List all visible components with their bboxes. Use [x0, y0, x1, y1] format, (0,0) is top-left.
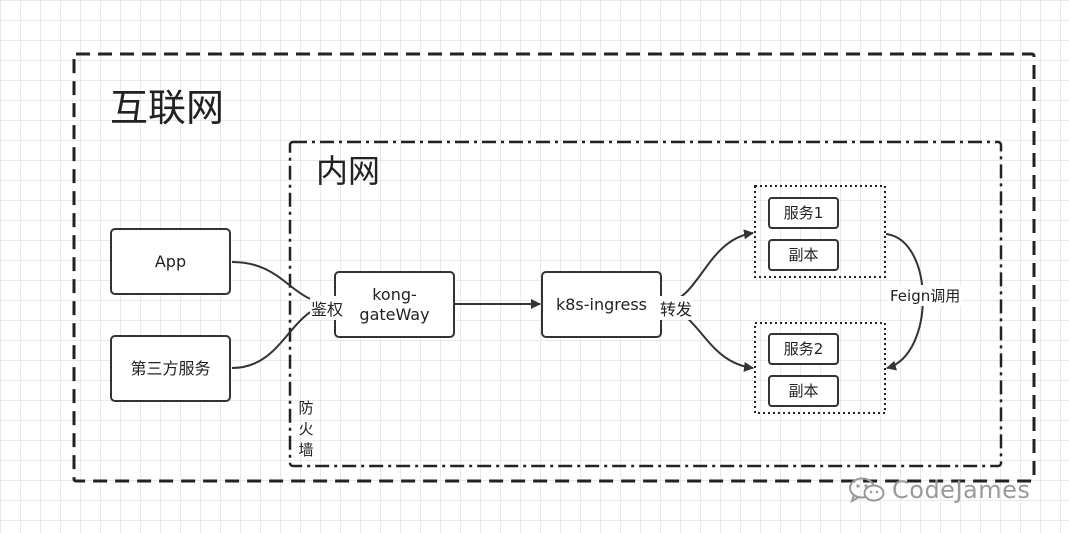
watermark: CodeJames — [848, 476, 1030, 504]
kong-gateway-node[interactable]: kong- gateWay — [334, 271, 455, 338]
service2-replica-node[interactable]: 副本 — [768, 375, 839, 407]
firewall-char: 火 — [298, 420, 314, 438]
auth-edge-label: 鉴权 — [310, 296, 345, 320]
edge-ingress-to-service1 — [661, 229, 754, 305]
third-party-service-node[interactable]: 第三方服务 — [110, 335, 231, 402]
k8s-ingress-node[interactable]: k8s-ingress — [541, 271, 662, 338]
service2-node[interactable]: 服务2 — [768, 333, 839, 365]
app-node[interactable]: App — [110, 228, 231, 295]
internet-zone-frame — [72, 52, 1036, 483]
firewall-label: 防 火 墙 — [297, 398, 315, 461]
service1-replica-node[interactable]: 副本 — [768, 239, 839, 271]
intranet-zone-frame — [288, 140, 1003, 468]
service1-group-frame — [754, 185, 886, 278]
firewall-char: 防 — [298, 399, 314, 417]
watermark-text: CodeJames — [892, 476, 1031, 504]
feign-call-edge-label: Feign调用 — [888, 285, 963, 306]
forward-edge-label: 转发 — [659, 296, 694, 320]
service1-node[interactable]: 服务1 — [768, 197, 839, 229]
internet-zone-title: 互联网 — [110, 86, 225, 130]
service2-group-frame — [754, 322, 886, 414]
wechat-icon — [849, 477, 885, 504]
intranet-zone-title: 内网 — [316, 152, 381, 190]
firewall-char: 墙 — [298, 441, 314, 459]
